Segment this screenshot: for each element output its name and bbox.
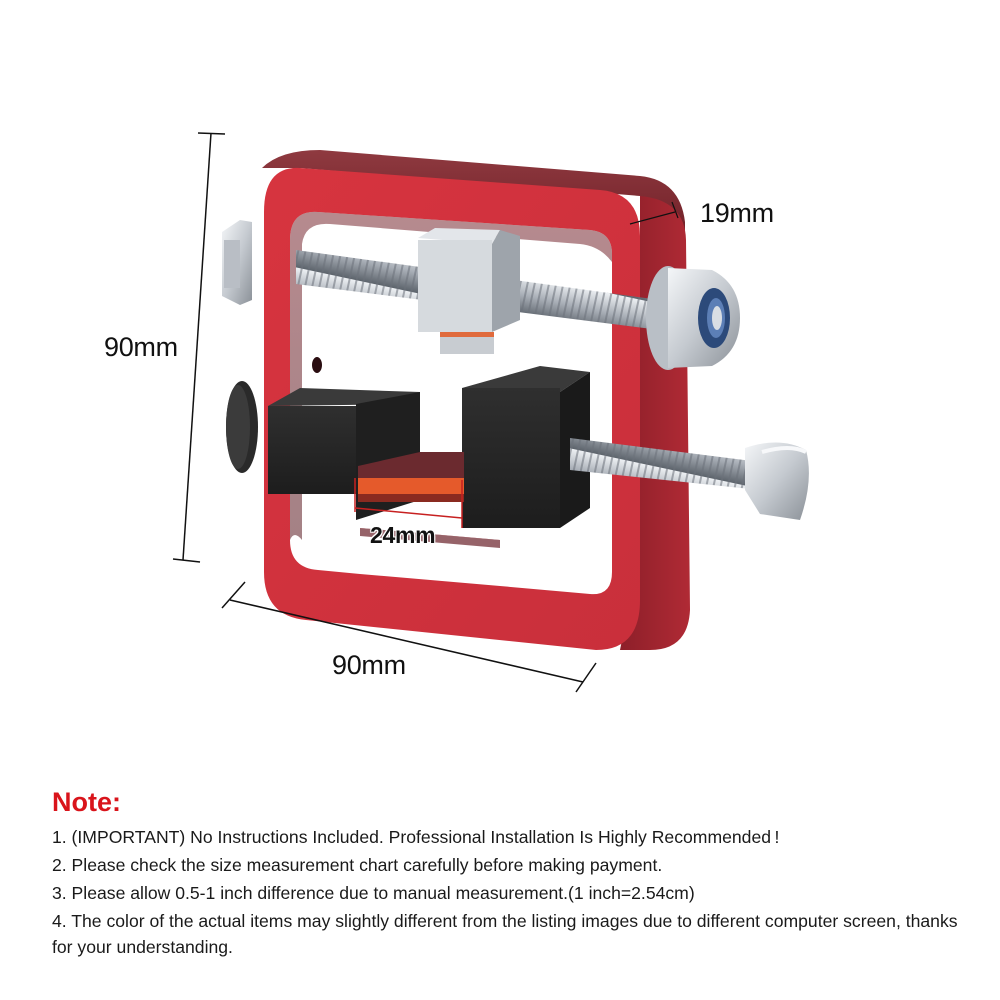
depth-dimension-label: 19mm [700,198,774,228]
height-dimension-label: 90mm [104,332,178,362]
right-lock-nut [646,266,740,370]
jaw-base-plate [358,452,464,502]
pusher-block [418,228,520,354]
jaw-opening-dimension-line [354,478,463,528]
product-illustration [172,132,809,693]
note-item: 4. The color of the actual items may sli… [52,911,958,957]
jaw-opening-dimension-label: 24mm [370,522,436,548]
note-item: 2. Please check the size measurement cha… [52,855,663,875]
knurled-thumb-wheel [226,381,258,473]
t-bolt [570,438,809,520]
frame-top-edge [262,150,685,240]
note-item: 3. Please allow 0.5-1 inch difference du… [52,883,695,903]
height-dimension-line [172,132,226,563]
width-dimension-label: 90mm [332,650,406,680]
note-title: Note: [52,787,121,817]
note-section: Note: 1. (IMPORTANT) No Instructions Inc… [52,786,982,962]
left-hex-nut [222,220,252,305]
width-dimension-line [221,581,597,693]
note-item: 1. (IMPORTANT) No Instructions Included.… [52,827,780,847]
screw-hole [312,357,322,373]
depth-dimension-line [629,201,679,225]
note-list: 1. (IMPORTANT) No Instructions Included.… [52,824,982,960]
